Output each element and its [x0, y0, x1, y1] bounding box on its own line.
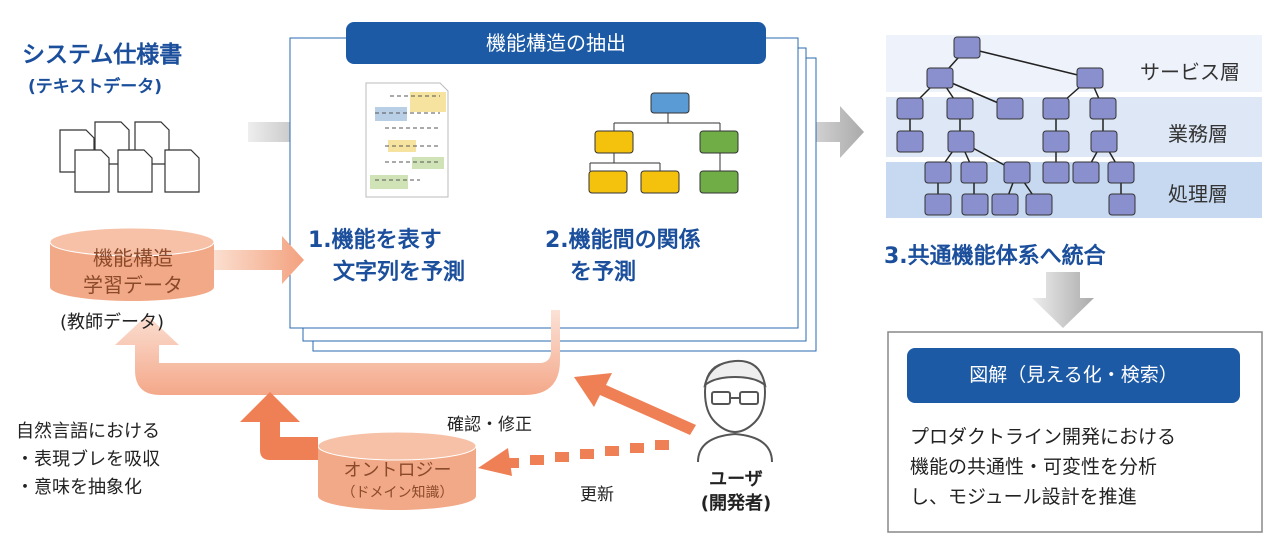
confirm-arrow: [574, 373, 696, 435]
ontology-subtitle: （ドメイン知識）: [341, 485, 454, 501]
result-description: プロダクトライン開発における 機能の共通性・可変性を分析 し、モジュール設計を推…: [910, 422, 1176, 512]
document-highlight-icon: [365, 82, 449, 198]
user-line2: (開発者): [700, 493, 772, 514]
source-title: システム仕様書: [22, 42, 183, 68]
result-line: 機能の共通性・可変性を分析: [910, 456, 1158, 478]
training-label: 機能構造 学習データ: [78, 245, 188, 299]
result-line: し、モジュール設計を推進: [910, 486, 1137, 508]
training-line2: 学習データ: [83, 273, 183, 297]
ontology-arrow: [240, 392, 318, 460]
step2-line2: を予測: [570, 260, 637, 285]
step1-line2: 文字列を予測: [333, 260, 466, 285]
nlp-line: ・表現ブレを吸収: [16, 449, 160, 470]
user-label: ユーザ (開発者): [700, 468, 772, 516]
layer-business: 業務層: [1168, 122, 1228, 146]
training-note: (教師データ): [60, 312, 165, 333]
extraction-header: 機能構造の抽出: [346, 22, 766, 64]
diagram-search-button[interactable]: 図解（見える化・検索）: [907, 348, 1240, 403]
ontology-title: オントロジー: [343, 460, 452, 481]
function-tree-icon: [588, 92, 739, 194]
layer-service: サービス層: [1140, 60, 1240, 84]
layer-processing: 処理層: [1168, 182, 1228, 206]
nlp-note: 自然言語における ・表現ブレを吸収 ・意味を抽象化: [16, 418, 160, 502]
user-line1: ユーザ: [709, 469, 763, 490]
step2-line1: 2.機能間の関係: [545, 228, 701, 253]
diagram-search-label: 図解（見える化・検索）: [969, 364, 1178, 386]
extraction-header-label: 機能構造の抽出: [486, 31, 626, 55]
documents-icon: [59, 121, 200, 193]
ontology-cylinder: [317, 431, 477, 510]
source-subtitle: (テキストデータ): [28, 77, 163, 97]
step1-line1: 1.機能を表す: [308, 228, 442, 253]
integration-title: 3.共通機能体系へ統合: [884, 244, 1106, 269]
training-line1: 機能構造: [93, 246, 173, 270]
nlp-line: 自然言語における: [16, 421, 160, 442]
nlp-line: ・意味を抽象化: [16, 477, 142, 498]
arrow-3: [780, 106, 864, 158]
training-data-cylinder: [49, 227, 215, 301]
feedback-loop-arrow: [115, 310, 560, 395]
user-icon: [697, 359, 773, 463]
result-line: プロダクトライン開発における: [910, 426, 1177, 448]
integrated-tree: [909, 47, 1122, 205]
confirm-label: 確認・修正: [447, 415, 532, 435]
tree-nodes: [896, 36, 1136, 216]
update-dashed-arrow: [478, 440, 669, 476]
update-label: 更新: [580, 485, 614, 505]
